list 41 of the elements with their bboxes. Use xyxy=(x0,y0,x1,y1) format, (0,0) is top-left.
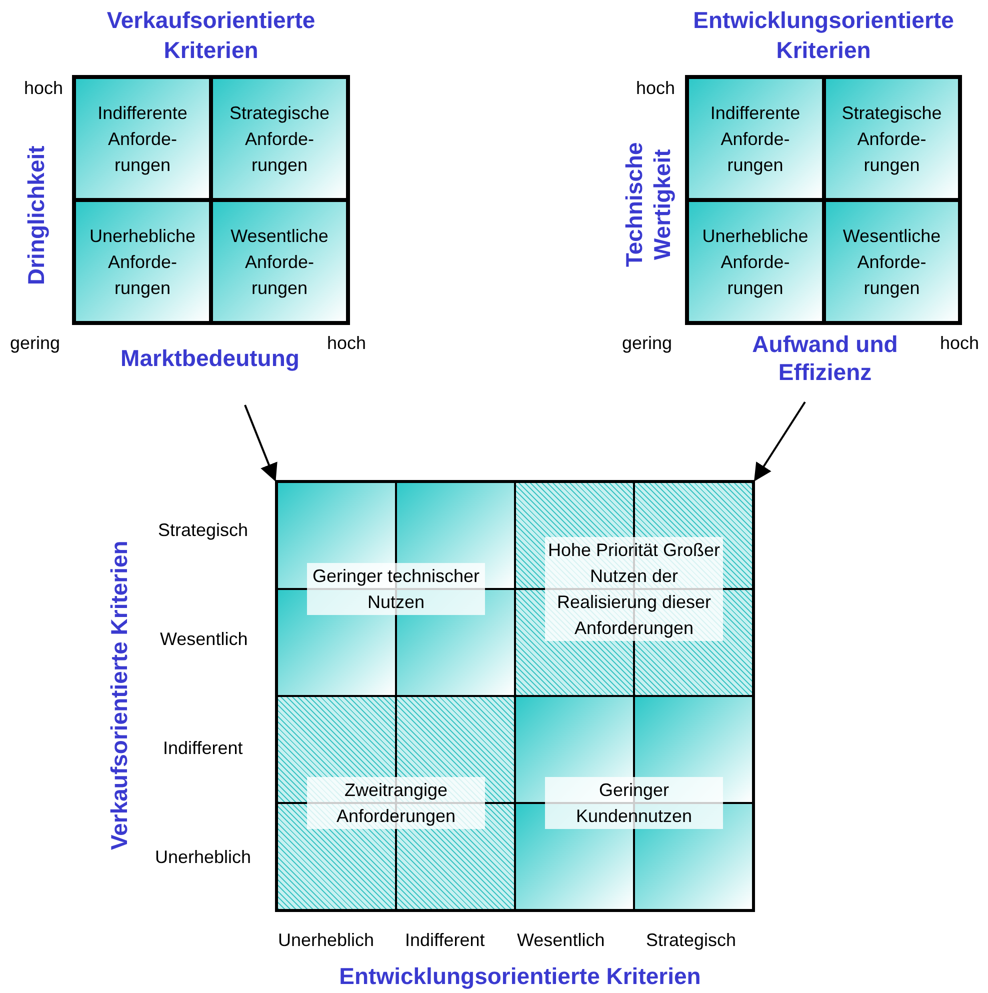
matrix-quadrant xyxy=(515,696,753,910)
axis-tick-label: Indifferent xyxy=(405,930,485,951)
matrix-cell: Strategische Anforde-rungen xyxy=(211,77,348,200)
axis-tick-label: hoch xyxy=(636,78,676,99)
matrix-quadrant xyxy=(277,482,515,696)
matrix-quadrant xyxy=(515,482,753,696)
axis-tick-label: gering xyxy=(10,333,60,354)
axis-title: Aufwand und Effizienz xyxy=(751,330,899,386)
matrix-quadrant xyxy=(277,696,515,910)
matrix-cell: Indifferente Anforde-rungen xyxy=(687,77,824,200)
axis-tick-label: gering xyxy=(622,333,672,354)
axis-title: Dringlichkeit xyxy=(22,144,50,287)
axis-tick-label: Indifferent xyxy=(163,738,243,759)
axis-title: Entwicklungsorientierte Kriterien xyxy=(338,962,702,990)
matrix-cell: Wesentliche Anforde-rungen xyxy=(211,200,348,323)
axis-tick-label: hoch xyxy=(327,333,366,354)
arrow xyxy=(244,404,278,482)
axis-tick-label: hoch xyxy=(24,78,64,99)
axis-tick-label: Unerheblich xyxy=(278,930,374,951)
axis-title: Marktbedeutung xyxy=(120,344,300,372)
axis-tick-label: Unerheblich xyxy=(155,847,252,868)
matrix-cell: Unerhebliche Anforde-rungen xyxy=(74,200,211,323)
axis-title: Verkaufsorientierte Kriterien xyxy=(105,539,133,852)
quadrant-label: Geringer technischer Nutzen xyxy=(307,563,485,615)
matrix-heading: Entwicklungsorientierte Kriterien xyxy=(692,6,955,65)
axis-tick-label: Strategisch xyxy=(646,930,736,951)
quadrant-label: Zweitrangige Anforderungen xyxy=(307,777,485,829)
axis-tick-label: hoch xyxy=(940,333,980,354)
quadrant-label: Hohe Priorität Großer Nutzen der Realisierung dieser Anforderungen xyxy=(545,537,723,641)
quadrant-label: Geringer Kundennutzen xyxy=(545,777,723,829)
matrix-cell: Indifferente Anforde-rungen xyxy=(74,77,211,200)
matrix-heading: Verkaufsorientierte Kriterien xyxy=(106,6,316,65)
axis-tick-label: Strategisch xyxy=(158,520,248,541)
matrix-cell: Unerhebliche Anforde-rungen xyxy=(687,200,824,323)
axis-tick-label: Wesentlich xyxy=(517,930,605,951)
matrix-frame xyxy=(275,480,755,912)
axis-tick-label: Wesentlich xyxy=(160,629,248,650)
matrix-cell: Strategische Anforde-rungen xyxy=(824,77,960,200)
arrow xyxy=(754,401,806,482)
axis-title: Technische Wertigkeit xyxy=(620,142,676,270)
matrix-cell: Wesentliche Anforde-rungen xyxy=(824,200,960,323)
